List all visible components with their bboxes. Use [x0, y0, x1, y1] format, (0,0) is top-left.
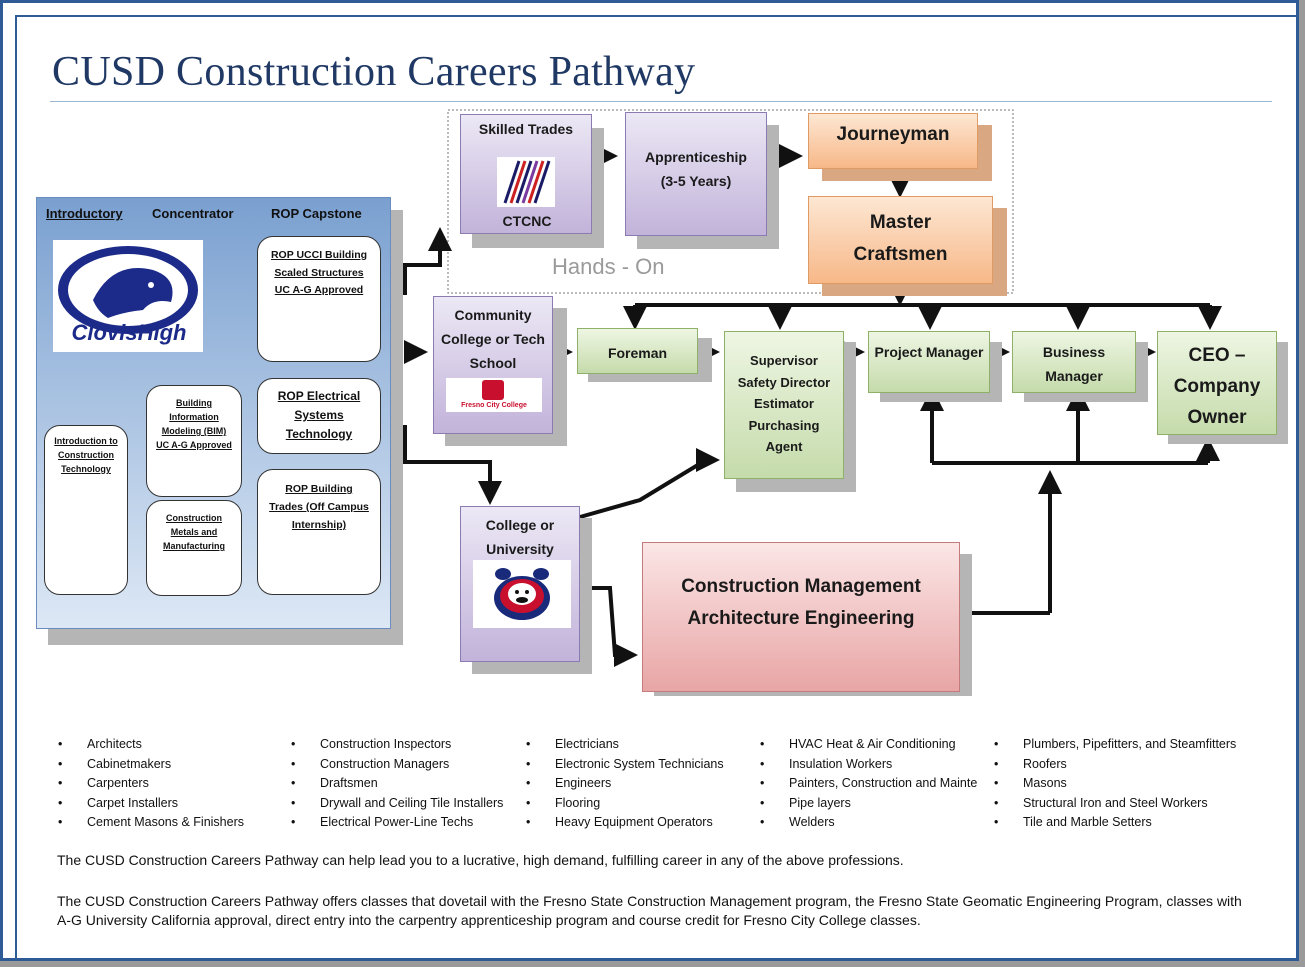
node-business-manager: Business Manager	[1012, 331, 1136, 393]
course-metals: Construction Metals and Manufacturing	[146, 500, 242, 596]
node-supervisor: Supervisor Safety Director Estimator Pur…	[724, 331, 844, 479]
career-item: Electronic System Technicians	[526, 755, 724, 775]
node-apprenticeship: Apprenticeship (3-5 Years)	[625, 112, 767, 236]
arrow-to-construction-mgmt	[580, 586, 638, 667]
header-rop-capstone: ROP Capstone	[271, 206, 362, 221]
fresno-city-logo-mark	[482, 380, 504, 400]
career-item: Electrical Power-Line Techs	[291, 813, 503, 833]
node-foreman: Foreman	[577, 328, 698, 374]
arrow-to-skilled-trades	[403, 227, 452, 295]
career-item: Carpet Installers	[58, 794, 244, 814]
career-item: Tile and Marble Setters	[994, 813, 1236, 833]
paragraph-2: The CUSD Construction Careers Pathway of…	[57, 893, 1242, 928]
career-column-2: Construction Inspectors Construction Man…	[291, 735, 503, 833]
career-item: Insulation Workers	[760, 755, 982, 775]
career-item: Plumbers, Pipefitters, and Steamfitters	[994, 735, 1236, 755]
fresno-city-college-logo: Fresno City College	[446, 378, 542, 412]
paragraph-1: The CUSD Construction Careers Pathway ca…	[57, 852, 904, 868]
node-master-craftsmen: Master Craftsmen	[808, 196, 993, 284]
career-item: Construction Managers	[291, 755, 503, 775]
node-project-manager: Project Manager	[868, 331, 990, 393]
node-skilled-trades: Skilled Trades CTCNC	[460, 114, 592, 234]
course-introduction: Introduction to Construction Technology	[44, 425, 128, 595]
career-item: Flooring	[526, 794, 724, 814]
career-item: Engineers	[526, 774, 724, 794]
arrow-university-to-supervisor	[579, 448, 720, 519]
fresno-state-bulldog-logo	[473, 560, 571, 628]
page-title: CUSD Construction Careers Pathway	[52, 49, 696, 95]
title-rule	[50, 101, 1272, 102]
ctcnc-logo	[497, 157, 555, 207]
career-item: Roofers	[994, 755, 1236, 775]
hands-on-label: Hands - On	[552, 254, 665, 279]
career-item: Electricians	[526, 735, 724, 755]
career-item: Cement Masons & Finishers	[58, 813, 244, 833]
university-label: College or University	[485, 517, 555, 557]
career-column-5: Plumbers, Pipefitters, and Steamfitters …	[994, 735, 1236, 833]
clovis-high-logo: ClovisHigh	[53, 240, 203, 352]
course-rop-building-trades: ROP Building Trades (Off Campus Internsh…	[257, 469, 381, 595]
page-inner-border	[15, 15, 1296, 958]
fresno-city-logo-text: Fresno City College	[461, 402, 527, 409]
arrow-to-university	[403, 425, 502, 505]
career-item: Draftsmen	[291, 774, 503, 794]
career-item: Heavy Equipment Operators	[526, 813, 724, 833]
course-bim: Building Information Modeling (BIM) UC A…	[146, 385, 242, 497]
node-construction-management: Construction Management Architecture Eng…	[642, 542, 960, 692]
community-college-label: Community College or Tech School	[441, 307, 545, 371]
node-community-college: Community College or Tech School	[433, 296, 553, 434]
node-journeyman: Journeyman	[808, 113, 978, 169]
career-item: HVAC Heat & Air Conditioning	[760, 735, 982, 755]
career-item: Construction Inspectors	[291, 735, 503, 755]
course-rop-ucci: ROP UCCI Building Scaled Structures UC A…	[257, 236, 381, 362]
header-concentrator: Concentrator	[152, 206, 234, 221]
skilled-trades-label: Skilled Trades	[478, 121, 574, 137]
career-item: Pipe layers	[760, 794, 982, 814]
course-rop-electrical: ROP Electrical Systems Technology	[257, 378, 381, 454]
career-item: Structural Iron and Steel Workers	[994, 794, 1236, 814]
header-introductory: Introductory	[46, 206, 123, 221]
clovis-logo-text: ClovisHigh	[71, 320, 187, 345]
career-item: Masons	[994, 774, 1236, 794]
career-item: Painters, Construction and Mainte	[760, 774, 982, 794]
career-column-3: Electricians Electronic System Technicia…	[526, 735, 724, 833]
career-item: Carpenters	[58, 774, 244, 794]
career-item: Drywall and Ceiling Tile Installers	[291, 794, 503, 814]
career-column-4: HVAC Heat & Air Conditioning Insulation …	[760, 735, 982, 833]
hands-on-dashed-border	[447, 109, 1014, 294]
career-item: Cabinetmakers	[58, 755, 244, 775]
career-item: Welders	[760, 813, 982, 833]
node-ceo: CEO – Company Owner	[1157, 331, 1277, 435]
career-column-1: Architects Cabinetmakers Carpenters Carp…	[58, 735, 244, 833]
career-item: Architects	[58, 735, 244, 755]
ctcnc-label: CTCNC	[502, 213, 552, 229]
